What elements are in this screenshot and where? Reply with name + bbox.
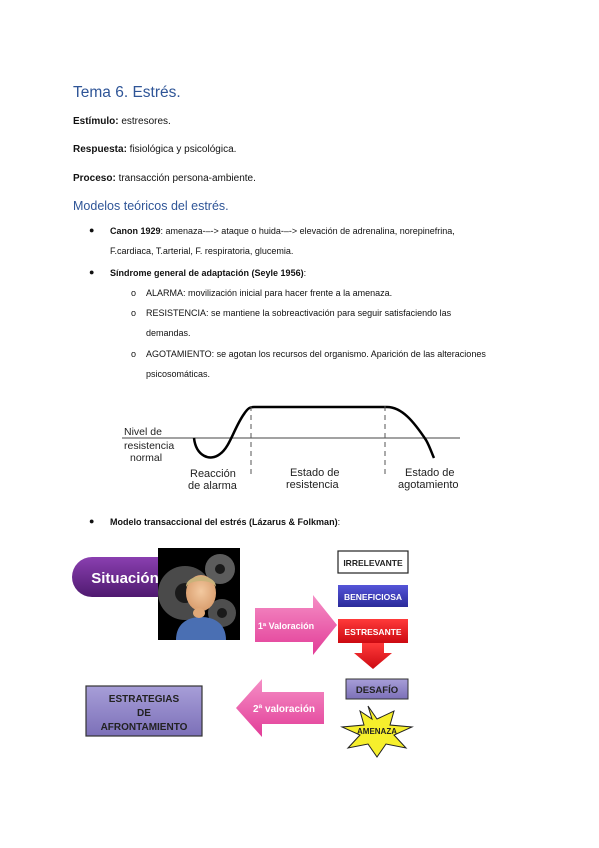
page-title: Tema 6. Estrés. [73,84,181,101]
bullet-canon-line2: F.cardiaca, T.arterial, F. respiratoria,… [110,246,294,256]
sub-bullet-resistencia: RESISTENCIA: se mantiene la sobreactivac… [146,308,452,318]
sub-bullet-alarma: ALARMA: movilización inicial para hacer … [146,288,393,298]
sub-bullet-resistencia-cont: demandas. [146,328,191,338]
level-label-3: normal [130,452,162,464]
amenaza-label: AMENAZA [357,727,397,736]
situacion-pill [72,557,180,597]
estresante-label: ESTRESANTE [344,627,401,637]
beneficiosa-label: BENEFICIOSA [344,592,402,602]
definition-text: estresores. [118,116,171,127]
definition-proceso: Proceso: transacción persona-ambiente. [73,173,256,184]
bullet-label: Canon 1929 [110,226,161,236]
thinking-person-image [158,548,240,640]
desafio-box [345,678,409,700]
valoracion2-arrow [236,679,324,737]
definition-estimulo: Estímulo: estresores. [73,116,171,127]
bullet-suffix: : [303,268,307,278]
situacion-label: Situación [91,570,159,587]
bullet-dot-icon: ● [89,225,95,235]
circle-bullet-icon: o [131,308,137,318]
estrategias-label-2: DE [137,708,151,719]
level-label-1: Nivel de [124,426,162,438]
circle-bullet-icon: o [131,288,137,298]
phase-alarma-1: Reacción [190,468,236,480]
bullet-text: : amenaza-–-> ataque o huida-–-> elevaci… [160,226,455,236]
desafio-label: DESAFÍO [356,685,398,696]
definition-text: transacción persona-ambiente. [115,173,256,184]
irrelevante-label: IRRELEVANTE [343,558,403,568]
valoracion1-label: 1ª Valoración [258,621,314,631]
phase-resistencia-1: Estado de [290,467,340,479]
estresante-box [338,619,408,643]
irrelevante-box [337,550,409,574]
bullet-dot-icon: ● [89,516,95,526]
resistance-curve [192,405,436,459]
lazarus-diagram: Situación 1ª Valoración IRRELEVANTE BENE… [72,548,414,758]
beneficiosa-box [338,585,408,607]
estrategias-label-1: ESTRATEGIAS [109,694,180,705]
phase-agotamiento-1: Estado de [405,467,455,479]
bullet-dot-icon: ● [89,267,95,277]
sub-bullet-agotamiento: AGOTAMIENTO: se agotan los recursos del … [146,349,486,359]
bullet-label: Síndrome general de adaptación (Seyle 19… [110,268,304,278]
bullet-label: Modelo transaccional del estrés (Lázarus… [110,517,338,527]
phase-alarma-2: de alarma [188,480,238,492]
phase-resistencia-2: resistencia [286,479,339,491]
bullet-selye: Síndrome general de adaptación (Seyle 19… [110,268,306,278]
section-heading: Modelos teóricos del estrés. [73,199,229,213]
amenaza-starburst [340,705,414,758]
bullet-canon-line1: Canon 1929: amenaza-–-> ataque o huida-–… [110,226,455,236]
bullet-suffix: : [337,517,341,527]
definition-label: Respuesta: [73,144,127,155]
definition-text: fisiológica y psicológica. [126,144,237,155]
phase-agotamiento-2: agotamiento [398,479,459,491]
definition-respuesta: Respuesta: fisiológica y psicológica. [73,144,236,155]
valoracion1-arrow [255,595,337,655]
gas-diagram: Nivel de resistencia normal Reacción de … [122,405,460,492]
definition-label: Estímulo: [73,116,119,127]
level-label-2: resistencia [124,440,174,452]
definition-label: Proceso: [73,173,116,184]
bullet-lazarus: Modelo transaccional del estrés (Lázarus… [110,517,340,527]
circle-bullet-icon: o [131,349,137,359]
sub-bullet-agotamiento-cont: psicosomáticas. [146,369,211,379]
down-arrow-icon [354,643,392,669]
estrategias-box [85,685,203,737]
valoracion2-label: 2ª valoración [253,704,315,715]
estrategias-label-3: AFRONTAMIENTO [101,722,188,733]
